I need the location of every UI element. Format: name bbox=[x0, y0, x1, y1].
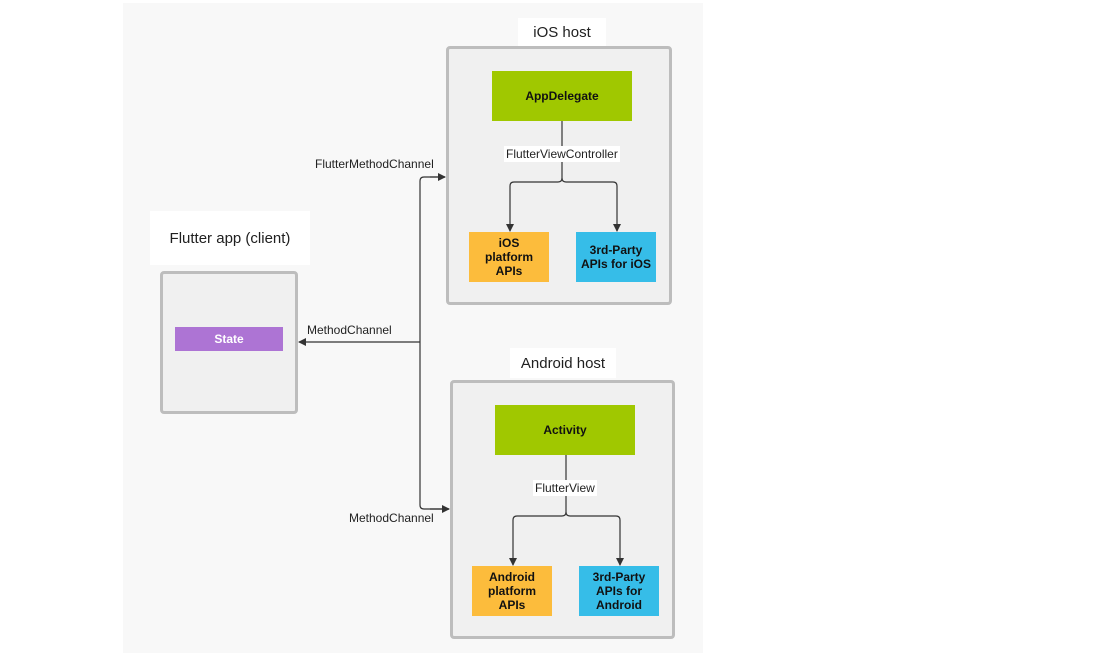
android-third-party-apis-node: 3rd-Party APIs for Android bbox=[579, 566, 659, 616]
state-node: State bbox=[175, 327, 283, 351]
ios-branch-left bbox=[506, 177, 563, 232]
android-platform-apis-node: Android platform APIs bbox=[472, 566, 552, 616]
app-delegate-node: AppDelegate bbox=[492, 71, 632, 121]
android-method-channel-label: MethodChannel bbox=[349, 511, 434, 525]
client-title: Flutter app (client) bbox=[150, 211, 310, 265]
android-host-title: Android host bbox=[510, 348, 616, 378]
ios-third-party-apis-node: 3rd-Party APIs for iOS bbox=[576, 232, 656, 282]
flutter-view-label: FlutterView bbox=[533, 480, 597, 496]
client-method-channel-label: MethodChannel bbox=[307, 323, 392, 337]
ios-platform-apis-node: iOS platform APIs bbox=[469, 232, 549, 282]
ios-branch-right bbox=[561, 177, 621, 232]
android-branch-left bbox=[509, 511, 567, 566]
flutter-view-controller-label: FlutterViewController bbox=[504, 146, 620, 162]
channel-bus-vertical bbox=[419, 176, 449, 510]
flutter-method-channel-label: FlutterMethodChannel bbox=[315, 157, 434, 171]
activity-node: Activity bbox=[495, 405, 635, 455]
android-branch-right bbox=[565, 511, 624, 566]
ios-host-title: iOS host bbox=[518, 18, 606, 46]
